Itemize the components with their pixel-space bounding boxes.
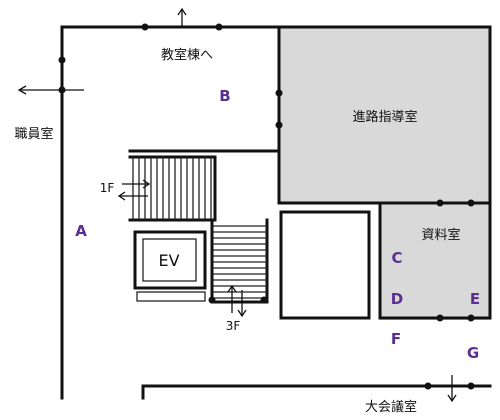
inner-room (279, 210, 371, 320)
elevator-label: EV (158, 251, 179, 270)
marker-f: F (391, 330, 401, 348)
marker-b: B (219, 87, 230, 105)
classroom-building-label: 教室棟へ (161, 47, 213, 63)
marker-g: G (467, 344, 479, 362)
stairs-3f (210, 218, 269, 304)
marker-e: E (470, 290, 480, 308)
marker-d: D (391, 290, 403, 308)
materials-room-label: 資料室 (421, 227, 460, 243)
guidance-room-label: 進路指導室 (352, 109, 417, 125)
marker-a: A (75, 222, 87, 240)
arrow-up-classroom-icon (177, 7, 187, 27)
floor-1f-label: 1F (100, 181, 115, 195)
elevator-car (142, 238, 197, 282)
marker-c: C (391, 249, 402, 267)
arrow-left-staffroom-icon (17, 85, 84, 95)
outer-wall (60, 25, 492, 400)
materials-room-area (380, 204, 490, 320)
guidance-room-wall (277, 25, 492, 205)
floor-3f-label: 3F (226, 319, 241, 333)
guidance-room-area (279, 27, 490, 203)
assembly-room-label: 大会議室 (365, 399, 417, 415)
elevator-platform (136, 291, 206, 302)
arrow-3f-icon (227, 284, 247, 318)
door-dots (58, 23, 475, 390)
arrow-down-assembly-icon (447, 375, 457, 403)
assembly-room-wall (141, 384, 492, 400)
arrow-1f-icon (117, 179, 151, 201)
stairs-1f (128, 155, 217, 222)
staff-room-label: 職員室 (14, 126, 53, 142)
elevator-shaft (133, 230, 207, 290)
